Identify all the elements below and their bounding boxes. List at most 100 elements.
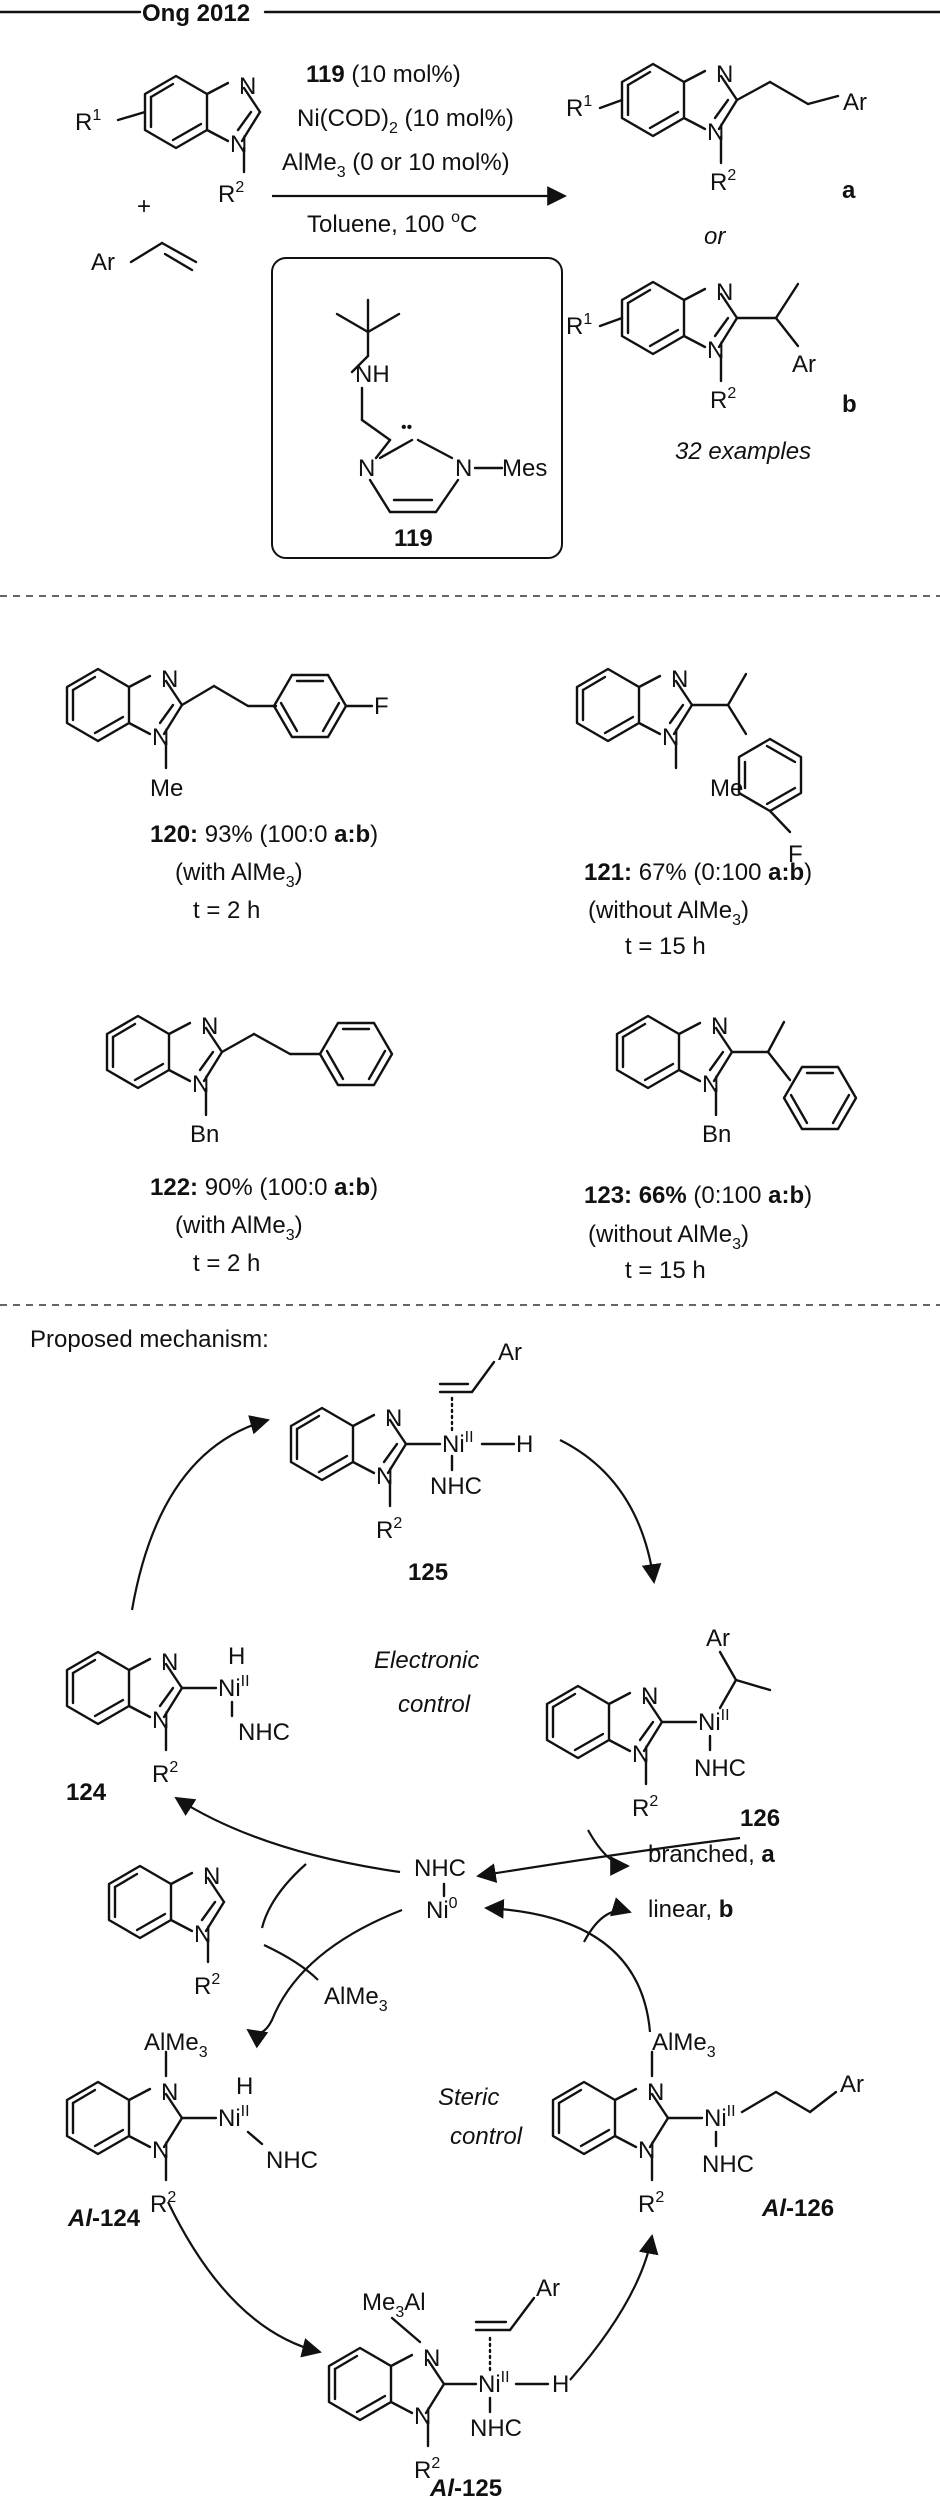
example-123: N N Bn 123: 66% (0:100 a:b) (without AlM… xyxy=(584,1013,858,1284)
example-time: t = 2 h xyxy=(193,897,260,924)
example-conditions: (without AlMe3) xyxy=(588,1221,749,1253)
nickel-zero: Ni0 xyxy=(426,1895,458,1924)
branched-product-label: branched, a xyxy=(648,1841,775,1868)
intermediate-124: N N R2 NiII H NHC 124 xyxy=(65,1643,290,1806)
n-substituent: Me xyxy=(150,775,183,802)
imidazolylidene-n1: N xyxy=(358,455,375,482)
linear-product-label: linear, b xyxy=(648,1896,733,1923)
substituent-r1: R1 xyxy=(75,107,101,136)
atom-label-n3: N xyxy=(671,666,688,693)
nhc-ligand: NHC xyxy=(414,1855,466,1882)
substituent-r2: R2 xyxy=(152,1759,178,1788)
arrow-ni0-to-al124 xyxy=(246,1908,403,2049)
intermediate-label: Al-126 xyxy=(761,2195,834,2222)
fluoro-label: F xyxy=(374,693,389,720)
n-substituent: Bn xyxy=(702,1121,731,1148)
ligand-box-border xyxy=(271,257,563,559)
substituent-r1: R1 xyxy=(566,93,592,122)
aryl-label: Ar xyxy=(792,351,816,378)
conditions-line: Toluene, 100 oC xyxy=(307,209,477,238)
catalyst-line: 119 (10 mol%) xyxy=(306,61,461,88)
mechanism-heading: Proposed mechanism: xyxy=(30,1326,269,1353)
hydride-label: H xyxy=(516,1431,533,1458)
atom-label-n3: N xyxy=(239,73,256,100)
example-120: N N Me F 120: 93% (100:0 a:b) (with AlMe… xyxy=(65,666,389,924)
nhc-ligand: NHC xyxy=(694,1755,746,1782)
intermediate-label: Al-125 xyxy=(429,2475,502,2500)
example-yield: 123: 66% (0:100 a:b) xyxy=(584,1182,812,1209)
intermediate-al-125: N N Me3Al R2 NiII H NHC Ar Al-125 xyxy=(327,2275,569,2500)
hydride-label: H xyxy=(552,2371,569,2398)
arrow-substrate-in xyxy=(260,1863,307,1929)
example-conditions: (without AlMe3) xyxy=(588,897,749,929)
nickel-center: NiII xyxy=(442,1429,474,1458)
aryl-label: Ar xyxy=(706,1625,730,1652)
nhc-ligand: NHC xyxy=(238,1719,290,1746)
arrow-ni0-to-124 xyxy=(174,1796,401,1874)
example-121: N N Me F 121: 67% (0:100 a:b) (without A… xyxy=(575,666,812,960)
nhc-ligand: NHC xyxy=(266,2147,318,2174)
substituent-r2: R2 xyxy=(218,179,244,208)
arrow-125-to-126 xyxy=(559,1439,662,1584)
atom-label-n3: N xyxy=(203,1863,220,1890)
ligand-119-box: NH N N •• Mes 119 xyxy=(271,257,563,559)
example-time: t = 15 h xyxy=(625,1257,706,1284)
example-time: t = 2 h xyxy=(193,1250,260,1277)
atom-label-n3: N xyxy=(161,666,178,693)
product-a-label: a xyxy=(842,177,856,204)
arrow-126-to-ni0 xyxy=(476,1836,741,1883)
nhc-ligand: NHC xyxy=(430,1473,482,1500)
reaction-conditions: 119 (10 mol%) Ni(COD)2 (10 mol%) AlMe3 (… xyxy=(272,61,567,238)
intermediate-al-126: N N AlMe3 R2 NiII Ar NHC Al-126 xyxy=(551,2029,864,2222)
example-conditions: (with AlMe3) xyxy=(175,859,303,891)
header-bar: Ong 2012 xyxy=(0,0,940,27)
nickel-center: NiII xyxy=(218,1673,250,1702)
substituent-r2: R2 xyxy=(194,1971,220,2000)
example-time: t = 15 h xyxy=(625,933,706,960)
substituent-r1: R1 xyxy=(566,311,592,340)
example-conditions: (with AlMe3) xyxy=(175,1212,303,1244)
intermediate-label: 126 xyxy=(740,1805,780,1832)
alme3-ligand: AlMe3 xyxy=(652,2029,716,2061)
steric-label-line2: control xyxy=(450,2123,523,2150)
atom-label-n3: N xyxy=(423,2345,440,2372)
or-label: or xyxy=(704,223,726,250)
nickel-center: NiII xyxy=(704,2103,736,2132)
alme3-reagent: AlMe3 xyxy=(324,1983,388,2015)
benzimidazole-substrate: N N R2 xyxy=(107,1863,226,2000)
atom-label-n3: N xyxy=(641,1683,658,1710)
cycle-arrows xyxy=(130,1415,741,2381)
aryl-label: Ar xyxy=(843,89,867,116)
alme3-ligand: AlMe3 xyxy=(144,2029,208,2061)
hydride-label: H xyxy=(228,1643,245,1670)
nickel-center: NiII xyxy=(698,1707,730,1736)
product-b-branched: N N R2 R1 Ar b xyxy=(566,279,857,418)
atom-label-n3: N xyxy=(201,1013,218,1040)
substituent-r2: R2 xyxy=(638,2189,664,2218)
atom-label-n3: N xyxy=(385,1405,402,1432)
arrow-linear-release xyxy=(583,1897,632,1943)
atom-label-n3: N xyxy=(161,2079,178,2106)
arrow-al126-to-ni0 xyxy=(484,1899,652,2033)
substituent-r2: R2 xyxy=(710,167,736,196)
atom-label-n3: N xyxy=(161,1649,178,1676)
intermediate-al-124: N N AlMe3 R2 NiII H NHC Al-124 xyxy=(65,2029,318,2232)
nickel-center: NiII xyxy=(218,2103,250,2132)
substituent-r2: R2 xyxy=(150,2189,176,2218)
n-substituent: Bn xyxy=(190,1121,219,1148)
atom-label-n3: N xyxy=(647,2079,664,2106)
nhc-ligand: NHC xyxy=(702,2151,754,2178)
header-title: Ong 2012 xyxy=(142,0,250,27)
arrow-al125-to-al126 xyxy=(569,2234,659,2381)
arrow-124-to-125 xyxy=(130,1415,270,1611)
substituent-r2: R2 xyxy=(376,1515,402,1544)
product-b-label: b xyxy=(842,391,857,418)
aryl-label: Ar xyxy=(498,1339,522,1366)
intermediate-125: N N R2 NiII H NHC Ar 125 xyxy=(289,1339,533,1586)
substrate-benzimidazole: N N R2 R1 xyxy=(75,73,262,208)
ligand-number: 119 xyxy=(394,525,433,552)
imidazolylidene-n3: N xyxy=(455,455,472,482)
intermediate-label: Al-124 xyxy=(67,2205,141,2232)
intermediate-label: 125 xyxy=(408,1559,448,1586)
